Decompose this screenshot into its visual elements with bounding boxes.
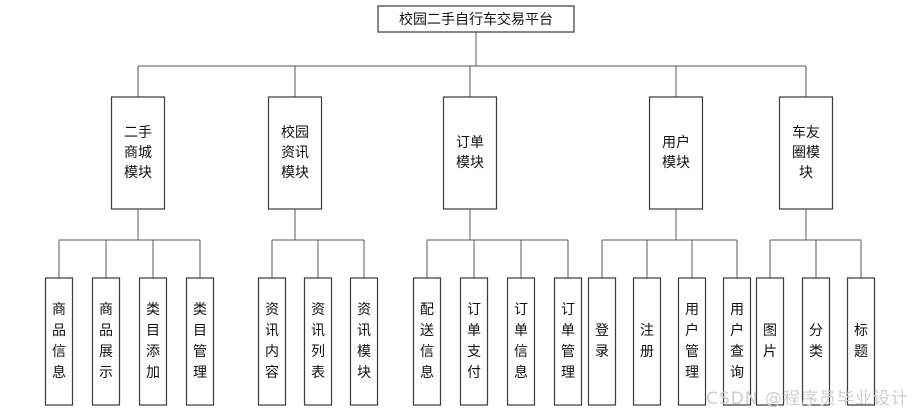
module-node-box-4[interactable] (778, 96, 834, 210)
leaf-node-box-0-0[interactable] (44, 277, 74, 406)
module-node-label-4: 车友圈模块 (792, 124, 820, 181)
leaf-node-label-0-2: 类目添加 (146, 302, 160, 381)
module-node-label-0: 二手商城模块 (124, 125, 152, 181)
leaf-node-box-3-2[interactable] (677, 277, 707, 406)
leaf-node-label-0-0: 商品信息 (52, 302, 66, 381)
leaf-node-label-2-1: 订单支付 (467, 302, 481, 381)
leaf-node-box-2-3[interactable] (553, 277, 583, 406)
leaf-node-box-3-3[interactable] (722, 277, 752, 406)
leaf-node-label-4-2: 标题 (854, 323, 868, 360)
leaf-node-label-0-1: 商品展示 (99, 302, 113, 381)
leaf-node-box-0-2[interactable] (138, 277, 168, 406)
leaf-node-box-2-1[interactable] (459, 277, 489, 406)
leaf-node-box-0-1[interactable] (91, 277, 121, 406)
leaf-node-label-1-2: 资讯模块 (357, 302, 371, 381)
root-node-box[interactable] (377, 5, 575, 33)
leaf-node-label-2-3: 订单管理 (561, 302, 575, 381)
leaf-node-box-2-0[interactable] (412, 277, 442, 406)
module-node-label-1: 校园资讯模块 (281, 124, 309, 181)
leaf-node-label-2-0: 配送信息 (420, 302, 434, 381)
leaf-node-label-1-1: 资讯列表 (311, 302, 325, 381)
leaf-node-label-3-0: 登录 (595, 323, 609, 360)
leaf-node-box-4-1[interactable] (801, 277, 831, 406)
leaf-node-label-3-1: 注册 (640, 323, 654, 360)
module-node-box-1[interactable] (267, 96, 323, 210)
leaf-node-label-0-3: 类目管理 (193, 302, 207, 381)
leaf-node-box-4-0[interactable] (755, 277, 785, 406)
connector-lines (58, 32, 862, 278)
leaf-node-box-0-3[interactable] (185, 277, 215, 406)
leaf-node-box-1-2[interactable] (349, 277, 379, 406)
leaf-node-box-1-1[interactable] (303, 277, 333, 406)
leaf-node-box-1-0[interactable] (257, 277, 287, 406)
leaf-node-label-1-0: 资讯内容 (265, 302, 279, 381)
leaf-node-box-4-2[interactable] (846, 277, 876, 406)
leaf-node-label-4-0: 图片 (763, 323, 777, 360)
module-node-label-2: 订单模块 (456, 135, 484, 171)
module-node-box-0[interactable] (110, 96, 166, 210)
leaf-node-label-2-2: 订单信息 (514, 302, 528, 381)
leaf-node-box-2-2[interactable] (506, 277, 536, 406)
module-node-box-3[interactable] (648, 96, 704, 210)
module-node-box-2[interactable] (442, 96, 498, 210)
leaf-node-box-3-1[interactable] (632, 277, 662, 406)
leaf-node-label-3-2: 用户管理 (685, 302, 699, 381)
leaf-node-label-3-3: 用户查询 (730, 302, 744, 381)
module-node-label-3: 用户模块 (662, 134, 690, 171)
leaf-node-label-4-1: 分类 (809, 323, 823, 360)
root-node-label: 校园二手自行车交易平台 (399, 11, 553, 28)
leaf-node-box-3-0[interactable] (587, 277, 617, 406)
